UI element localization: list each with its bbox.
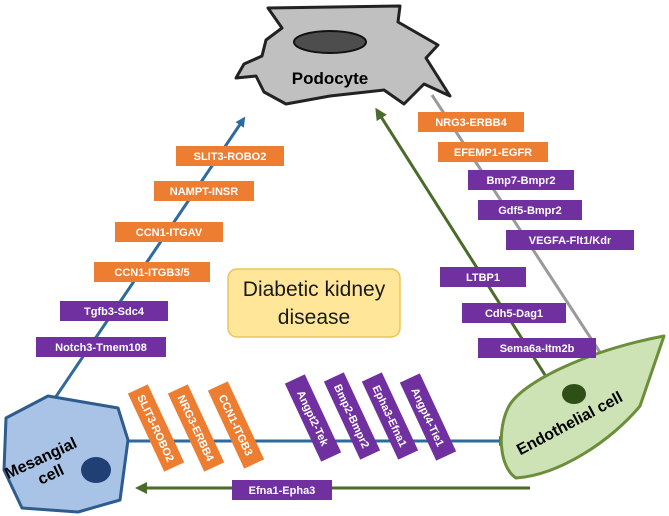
lr-group-endothelial-to-podocyte: LTBP1 Cdh5-Dag1 Sema6a-Itm2b [440, 267, 596, 358]
center-title-line2: disease [278, 306, 350, 329]
lr-pair-text: SLIT3-ROBO2 [194, 151, 267, 163]
lr-pair-text: Cdh5-Dag1 [485, 308, 543, 320]
arrow-podocyte-to-endothelial [430, 94, 608, 365]
arrow-endothelial-to-podocyte [375, 107, 547, 376]
lr-pair-label: Bmp7-Bmpr2 [468, 170, 574, 190]
lr-pair-label: NAMPT-INSR [154, 181, 254, 201]
center-box: Diabetic kidney disease [227, 268, 401, 338]
lr-pair-text: Bmp7-Bmpr2 [486, 175, 555, 187]
lr-pair-label: NRG3-ERBB4 [418, 112, 524, 132]
lr-group-mesangial-to-endothelial: SLIT3-ROBO2 NRG3-ERBB4 CCN1-ITGB3 Angpt2… [127, 372, 457, 472]
lr-pair-text: NRG3-ERBB4 [435, 117, 507, 129]
lr-pair-label: Gdf5-Bmpr2 [478, 200, 582, 220]
center-title-line1: Diabetic kidney [243, 278, 386, 301]
lr-group-podocyte-to-endothelial: NRG3-ERBB4 EFEMP1-EGFR Bmp7-Bmpr2 Gdf5-B… [418, 112, 634, 250]
podocyte-label: Podocyte [292, 69, 369, 88]
lr-pair-text: CCN1-ITGB3/5 [114, 267, 189, 279]
lr-pair-label: CCN1-ITGB3/5 [94, 262, 210, 282]
lr-pair-text: Notch3-Tmem108 [55, 342, 147, 354]
lr-pair-text: EFEMP1-EGFR [454, 147, 532, 159]
lr-pair-text: Gdf5-Bmpr2 [498, 205, 562, 217]
lr-pair-label: Sema6a-Itm2b [478, 338, 596, 358]
lr-pair-label: Notch3-Tmem108 [36, 337, 166, 357]
lr-pair-text: LTBP1 [466, 272, 500, 284]
lr-group-mesangial-to-podocyte: SLIT3-ROBO2 NAMPT-INSR CCN1-ITGAV CCN1-I… [36, 146, 284, 357]
lr-group-endothelial-to-mesangial: Efna1-Epha3 [232, 480, 332, 500]
mesangial-cell: Mesangial cell [2, 394, 130, 514]
lr-pair-text: Sema6a-Itm2b [500, 343, 575, 355]
lr-pair-label: Tgfb3-Sdc4 [60, 301, 168, 321]
lr-pair-label: EFEMP1-EGFR [438, 142, 548, 162]
lr-pair-text: NAMPT-INSR [170, 186, 239, 198]
lr-pair-label: VEGFA-Flt1/Kdr [506, 230, 634, 250]
lr-pair-label: Efna1-Epha3 [232, 480, 332, 500]
podocyte-cell: Podocyte [234, 4, 452, 106]
lr-pair-text: CCN1-ITGAV [136, 227, 203, 239]
lr-pair-label: Cdh5-Dag1 [462, 303, 566, 323]
lr-pair-label: LTBP1 [440, 267, 526, 287]
lr-pair-label: SLIT3-ROBO2 [176, 146, 284, 166]
lr-pair-text: Efna1-Epha3 [249, 485, 316, 497]
lr-pair-text: Tgfb3-Sdc4 [84, 306, 145, 318]
lr-pair-label: CCN1-ITGAV [115, 222, 223, 242]
lr-pair-text: VEGFA-Flt1/Kdr [529, 235, 612, 247]
